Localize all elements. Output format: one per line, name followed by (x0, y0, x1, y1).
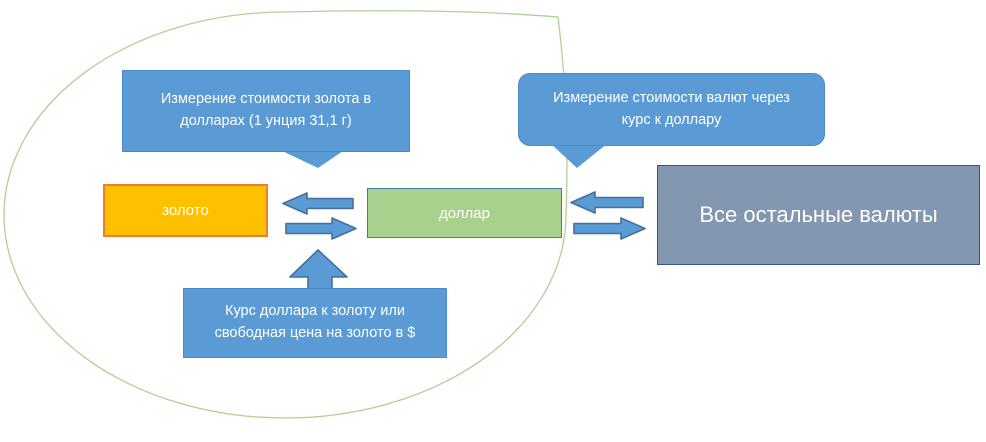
callout-currency-measure: Измерение стоимости валют через курс к д… (518, 73, 825, 146)
node-dollar-label: доллар (439, 204, 490, 222)
node-gold-label: золото (162, 202, 209, 219)
arrow-left-icon (570, 191, 644, 214)
node-dollar: доллар (367, 188, 562, 238)
callout-tail-gold-measure (278, 149, 346, 168)
arrow-right-icon (285, 217, 357, 240)
node-other-currencies-label: Все остальные валюты (699, 202, 938, 227)
arrow-left-icon (282, 192, 354, 215)
callout-gold-rate: Курс доллара к золоту или свободная цена… (183, 288, 447, 358)
callout-currency-measure-line2: курс к доллару (621, 111, 722, 128)
teardrop-outline (3, 10, 568, 419)
callout-tail-currency-measure (550, 143, 608, 168)
arrow-right-icon (573, 217, 646, 240)
callout-gold-measure-line1: Измерение стоимости золота в (160, 91, 372, 108)
callout-currency-measure-line1: Измерение стоимости валют через (553, 89, 790, 106)
node-gold: золото (103, 184, 268, 237)
callout-gold-rate-line2: свободная цена на золото в $ (214, 325, 416, 341)
callout-gold-rate-line1: Курс доллара к золоту или (225, 303, 405, 320)
arrow-up-icon (289, 249, 348, 291)
node-other-currencies: Все остальные валюты (657, 165, 980, 265)
callout-gold-measure: Измерение стоимости золота в долларах (1… (122, 70, 410, 152)
callout-gold-measure-line2: долларах (1 унция 31,1 г) (180, 113, 352, 129)
